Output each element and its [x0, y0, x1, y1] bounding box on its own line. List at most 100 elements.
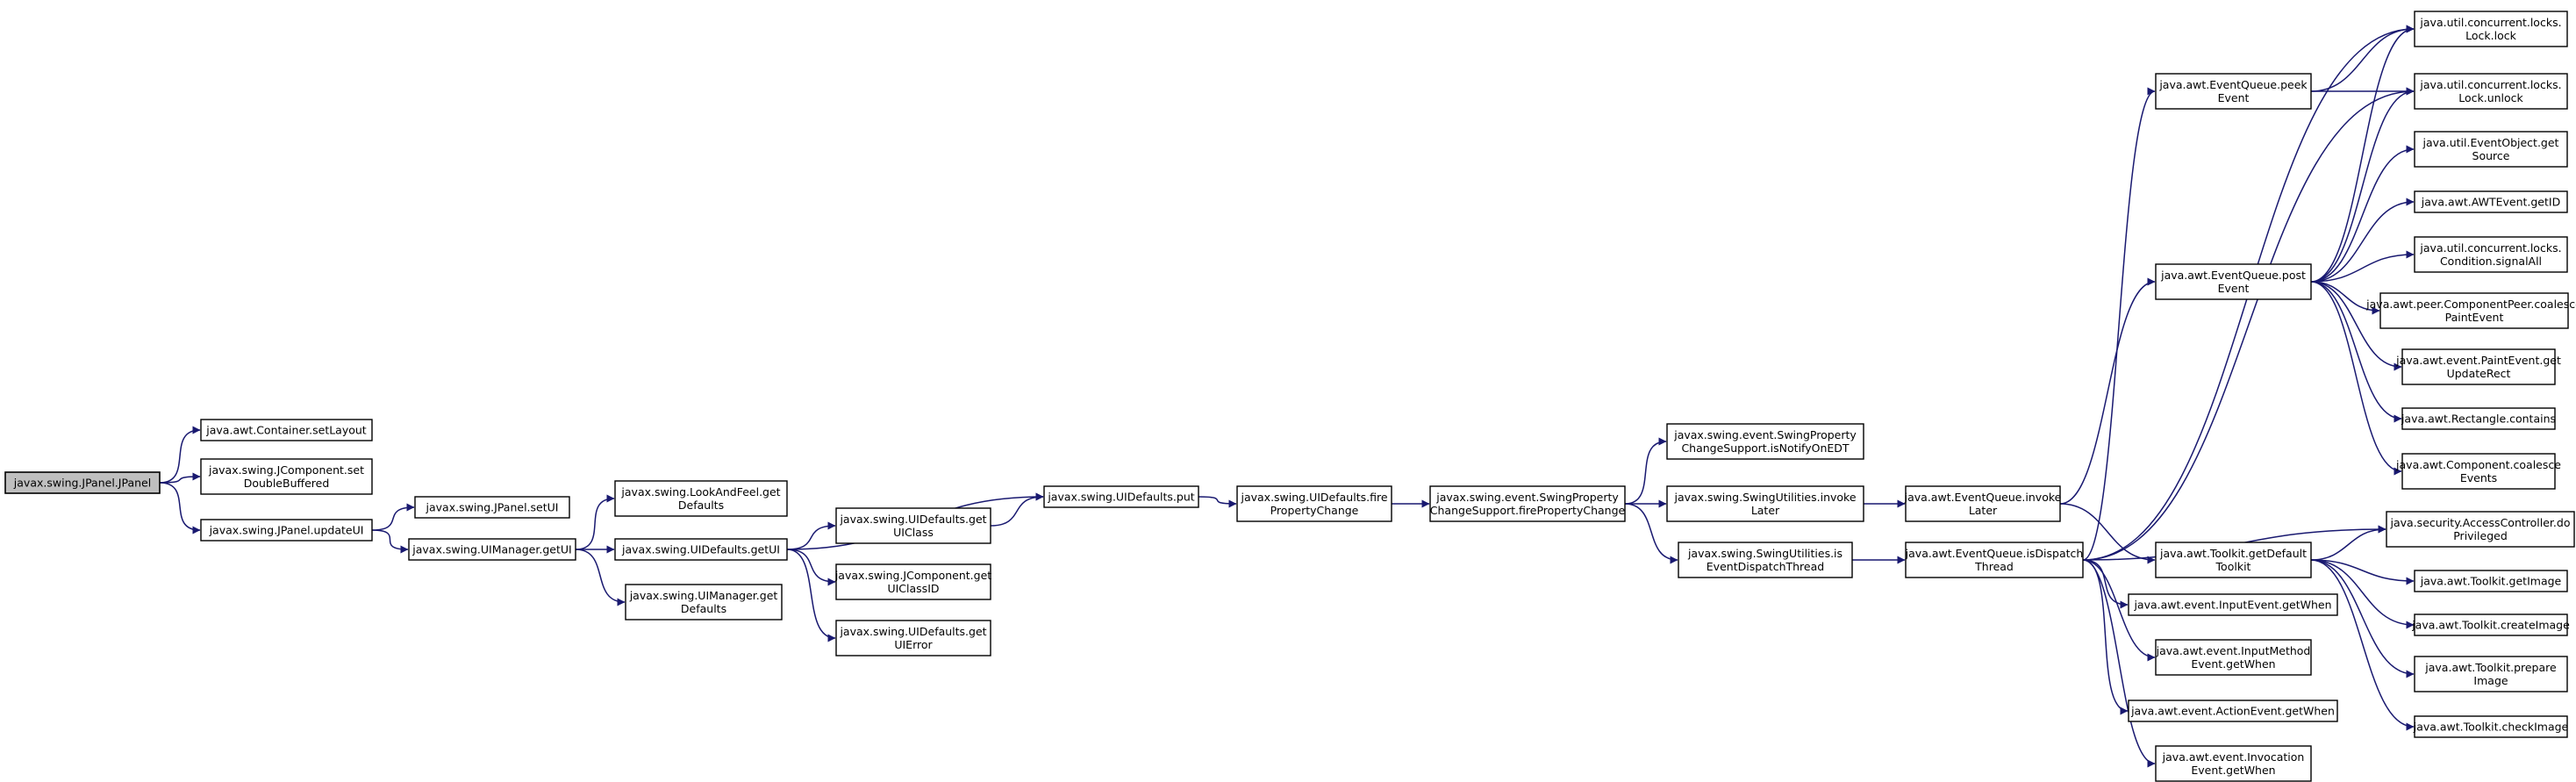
node-label: javax.swing.JPanel.updateUI: [209, 524, 364, 537]
node-box: [2155, 263, 2312, 300]
node-box: [2414, 613, 2568, 636]
edge-uidefaults-getuiclass-to-uidefaults-put: [990, 492, 1044, 527]
node-box: [835, 507, 991, 544]
node-label: UIClass: [893, 526, 934, 539]
node-label: ChangeSupport.isNotifyOnEDT: [1681, 441, 1849, 455]
node-label: javax.swing.JPanel.JPanel: [13, 477, 151, 490]
node-swingpcs-isnotifyonedt[interactable]: javax.swing.event.SwingPropertyChangeSup…: [1666, 423, 1864, 460]
node-uidefaults-getui[interactable]: javax.swing.UIDefaults.getUI: [614, 538, 788, 561]
node-accesscontroller-doprivileged[interactable]: java.security.AccessController.doPrivile…: [2386, 511, 2575, 548]
node-jpanel-updateui[interactable]: javax.swing.JPanel.updateUI: [200, 519, 373, 542]
node-box: [2155, 542, 2312, 578]
node-label: java.awt.Container.setLayout: [205, 424, 367, 437]
node-box: [1429, 485, 1626, 522]
node-label: java.util.concurrent.locks.: [2419, 241, 2561, 255]
edge-eventqueue-isdispatchthread-to-invocationevent-getwhen: [2082, 559, 2156, 768]
node-jpanel-setui[interactable]: javax.swing.JPanel.setUI: [414, 496, 570, 519]
node-label: PaintEvent: [2445, 311, 2504, 324]
node-label: java.awt.EventQueue.post: [2160, 269, 2306, 282]
node-box: [2379, 292, 2569, 329]
node-label: java.awt.Toolkit.getImage: [2420, 575, 2562, 588]
edge-swingpcs-firepropertychange-to-swingutilities-iseventdispatchthread: [1624, 503, 1678, 564]
node-label: java.awt.Rectangle.contains: [2401, 413, 2556, 426]
node-box: [200, 419, 373, 441]
node-box: [835, 620, 991, 656]
node-componentpeer-coalescepaintevent[interactable]: java.awt.peer.ComponentPeer.coalescePain…: [2365, 292, 2576, 329]
node-uidefaults-put[interactable]: javax.swing.UIDefaults.put: [1043, 485, 1199, 508]
node-toolkit-createimage[interactable]: java.awt.Toolkit.createImage: [2411, 613, 2570, 636]
edge-toolkit-getdefaulttoolkit-to-toolkit-getimage: [2310, 559, 2415, 585]
node-box: [2414, 236, 2568, 273]
node-label: javax.swing.event.SwingProperty: [1435, 491, 1619, 504]
node-swingpcs-firepropertychange[interactable]: javax.swing.event.SwingPropertyChangeSup…: [1429, 485, 1626, 522]
node-rectangle-contains[interactable]: java.awt.Rectangle.contains: [2401, 407, 2556, 430]
node-box: [2414, 11, 2568, 47]
node-label: javax.swing.SwingUtilities.invoke: [1673, 491, 1856, 504]
node-box: [1666, 423, 1864, 460]
node-awtevent-getid[interactable]: java.awt.AWTEvent.getID: [2414, 190, 2568, 213]
node-box: [614, 480, 788, 517]
node-label: UpdateRect: [2447, 367, 2511, 380]
node-uimanager-getui[interactable]: javax.swing.UIManager.getUI: [408, 538, 576, 561]
node-label: ChangeSupport.firePropertyChange: [1430, 504, 1626, 517]
node-box: [2401, 407, 2556, 430]
node-box: [408, 538, 576, 561]
node-condition-signalall[interactable]: java.util.concurrent.locks.Condition.sig…: [2414, 236, 2568, 273]
node-swingutilities-iseventdispatchthread[interactable]: javax.swing.SwingUtilities.isEventDispat…: [1678, 542, 1853, 578]
node-label: java.util.EventObject.get: [2422, 136, 2559, 149]
node-box: [1043, 485, 1199, 508]
edge-eventqueue-postevent-to-eventobject-getsource: [2310, 145, 2415, 283]
node-jpanel-ctor[interactable]: javax.swing.JPanel.JPanel: [4, 471, 161, 494]
node-label: javax.swing.UIManager.getUI: [411, 543, 571, 556]
node-lock-unlock[interactable]: java.util.concurrent.locks.Lock.unlock: [2414, 73, 2568, 110]
node-box: [2414, 570, 2568, 592]
node-toolkit-checkimage[interactable]: java.awt.Toolkit.checkImage: [2413, 715, 2569, 738]
node-label: javax.swing.UIDefaults.getUI: [621, 543, 780, 556]
edge-uimanager-getui-to-uimanager-getdefaults: [575, 549, 626, 606]
edge-eventqueue-isdispatchthread-to-inputmethodevent-getwhen: [2082, 559, 2156, 662]
node-label: Lock.lock: [2465, 29, 2516, 42]
node-label: Event.getWhen: [2191, 764, 2275, 777]
node-label: javax.swing.JPanel.setUI: [426, 501, 559, 514]
edge-eventqueue-postevent-to-component-coalesceevents: [2310, 281, 2402, 476]
node-box: [200, 519, 373, 542]
node-toolkit-getimage[interactable]: java.awt.Toolkit.getImage: [2414, 570, 2568, 592]
edge-jpanel-updateui-to-uimanager-getui: [371, 529, 409, 554]
node-lock-lock[interactable]: java.util.concurrent.locks.Lock.lock: [2414, 11, 2568, 47]
node-box: [2128, 593, 2338, 616]
node-inputevent-getwhen[interactable]: java.awt.event.InputEvent.getWhen: [2128, 593, 2338, 616]
edge-toolkit-getdefaulttoolkit-to-accesscontroller-doprivileged: [2310, 525, 2386, 561]
node-label: Defaults: [678, 499, 724, 512]
node-box: [2414, 73, 2568, 110]
edge-eventqueue-postevent-to-awtevent-getid: [2310, 197, 2415, 283]
edge-uidefaults-put-to-uidefaults-firepropertychange: [1198, 496, 1237, 508]
node-label: Image: [2473, 674, 2508, 687]
node-container-setlayout[interactable]: java.awt.Container.setLayout: [200, 419, 373, 441]
node-label: Event: [2218, 282, 2250, 295]
node-box: [1905, 485, 2061, 522]
node-actionevent-getwhen[interactable]: java.awt.event.ActionEvent.getWhen: [2128, 699, 2338, 722]
node-uidefaults-firepropertychange[interactable]: javax.swing.UIDefaults.firePropertyChang…: [1236, 485, 1392, 522]
node-label: java.awt.Toolkit.createImage: [2411, 619, 2570, 632]
node-label: javax.swing.LookAndFeel.get: [620, 485, 780, 499]
node-box: [2386, 511, 2575, 548]
